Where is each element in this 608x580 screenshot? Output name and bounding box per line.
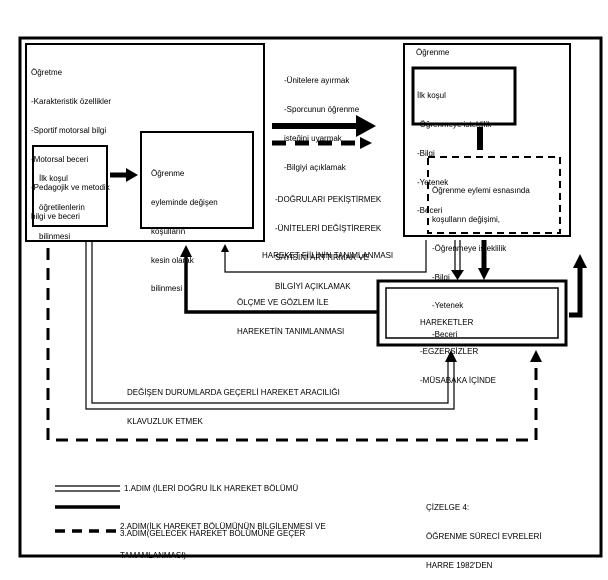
instruction-line: -Ünitelere ayırmak xyxy=(284,76,350,86)
ogrenme-prereq-line: İlk koşul xyxy=(417,91,446,101)
legend-step3: 3.ADIM(GELECEK HAREKET BÖLÜMÜNE GEÇER xyxy=(120,529,306,538)
changing-box xyxy=(140,131,254,229)
instruction-line: -ÜNİTELERİ DEĞİŞTİREREK xyxy=(275,223,382,233)
arrow-hareketler-up-head xyxy=(573,254,587,268)
arrow-olcme-head xyxy=(180,245,192,257)
label-degisen-line: DEĞİŞEN DURUMLARDA GEÇERLİ HAREKET ARACI… xyxy=(127,388,340,398)
caption-line: HARRE 1982'DEN xyxy=(426,560,493,570)
instructions-mid: -DOĞRULARI PEKİŞTİRMEK -ÜNİTELERİ DEĞİŞT… xyxy=(275,176,381,301)
changing-line: eyleminde değişen xyxy=(151,197,218,207)
ogrenme-during-line: -Öğrenmeye isteklilik xyxy=(432,243,507,253)
caption-line: ÇİZELGE 4: xyxy=(426,503,470,513)
ogretme-box xyxy=(25,43,265,242)
label-hareket-fiili: HAREKET FİİLİNİN TANIMLANMASI xyxy=(262,251,394,260)
changing-text: Öğrenme eyleminde değişen koşulların kes… xyxy=(151,150,218,304)
hareketler-line: -EGZERSİZLER xyxy=(420,346,479,356)
prereq-line: öğretilenlerin xyxy=(39,202,85,212)
instruction-line: BİLGİYİ AÇIKLAMAK xyxy=(275,281,351,291)
ogrenme-during-text: Öğrenme eylemi esnasında koşulların deği… xyxy=(432,167,530,349)
arrow-down-double-head xyxy=(451,270,464,280)
ogrenme-prereq-box xyxy=(411,66,517,126)
ogrenme-prereq-text: İlk koşul -Öğrenmeye isteklilik -Bilgi -… xyxy=(417,72,491,226)
arrow-degisen-head xyxy=(445,350,457,362)
ogrenme-during-line: -Beceri xyxy=(432,330,458,340)
ogrenme-prereq-line: -Yetenek xyxy=(417,177,449,187)
prereq-text: İlk koşul öğretilenlerin bilinmesi xyxy=(39,155,85,251)
outer-frame xyxy=(18,36,603,558)
instructions-top: -Ünitelere ayırmak -Sporcunun öğrenme is… xyxy=(284,57,359,182)
ogrenme-prereq-line: -Beceri xyxy=(417,206,443,216)
label-olcme: ÖLÇME VE GÖZLEM İLE HAREKETİN TANIMLANMA… xyxy=(237,279,344,346)
ogrenme-prereq-line: -Bilgi xyxy=(417,148,435,158)
label-olcme-line: HAREKETİN TANIMLANMASI xyxy=(237,326,345,336)
hareketler-line: HAREKETLER xyxy=(420,318,474,328)
instruction-line: SAYISINI ARTTIRMAK VE xyxy=(275,252,369,262)
ogrenme-during-line: koşulların değişimi, xyxy=(432,214,501,224)
ogretme-item: bilgi ve beceri xyxy=(31,212,80,222)
label-degisen-line: KLAVUZLUK ETMEK xyxy=(127,416,203,426)
ogretme-text: Öğretme -Karakteristik özellikler -Sport… xyxy=(31,49,111,231)
instruction-line: -Sporcunun öğrenme xyxy=(284,104,360,114)
changing-line: kesin olarak xyxy=(151,255,194,265)
hareketler-text: HAREKETLER -EGZERSİZLER -MÜSABAKA İÇİNDE xyxy=(420,299,496,395)
label-degisen: DEĞİŞEN DURUMLARDA GEÇERLİ HAREKET ARACI… xyxy=(127,369,340,436)
label-olcme-line: ÖLÇME VE GÖZLEM İLE xyxy=(237,298,329,308)
arrow-dashed-loop-head xyxy=(530,350,542,362)
prereq-line: İlk koşul xyxy=(39,174,68,184)
dashed-loop xyxy=(46,248,538,442)
prereq-line: bilinmesi xyxy=(39,231,71,241)
arrow-hareket-fiili-head xyxy=(221,244,229,252)
ogrenme-during-line: -Bilgi xyxy=(432,272,450,282)
ogretme-item: -Karakteristik özellikler xyxy=(31,96,112,106)
arrow-down-thick-head xyxy=(478,268,490,280)
diagram-canvas: Öğretme -Karakteristik özellikler -Sport… xyxy=(18,36,603,570)
instruction-line: -DOĞRULARI PEKİŞTİRMEK xyxy=(275,195,382,205)
changing-line: bilinmesi xyxy=(151,284,183,294)
changing-line: koşulların xyxy=(151,226,186,236)
ogrenme-box xyxy=(403,43,571,237)
ogrenme-during-line: Öğrenme eylemi esnasında xyxy=(432,186,530,196)
legend-step2-line: TAMAMLANMASI) xyxy=(120,550,187,560)
legend-step2: 2.ADIM(İLK HAREKET BÖLÜMÜNÜN BİLGİLENMES… xyxy=(120,503,326,570)
caption: ÇİZELGE 4: ÖĞRENME SÜRECİ EVRELERİ HARRE… xyxy=(426,484,542,580)
caption-line: ÖĞRENME SÜRECİ EVRELERİ xyxy=(426,531,542,541)
ogretme-item: -Pedagojik ve metodik xyxy=(31,183,110,193)
ogretme-title: Öğretme xyxy=(31,68,63,78)
ogrenme-during-line: -Yetenek xyxy=(432,301,464,311)
arrow-dashed-head xyxy=(360,137,372,149)
prereq-box xyxy=(32,145,108,227)
hareketler-inner xyxy=(385,287,559,339)
ogrenme-title: Öğrenme xyxy=(416,48,450,57)
line-hareket-fiili xyxy=(224,240,427,273)
arrow-prereq-changing-head xyxy=(126,168,138,182)
legend-step2-line: 2.ADIM(İLK HAREKET BÖLÜMÜNÜN BİLGİLENMES… xyxy=(120,522,326,532)
ogretme-item: -Sportif motorsal bilgi xyxy=(31,125,107,135)
diagram-lines xyxy=(18,36,603,558)
ogrenme-prereq-line: -Öğrenmeye isteklilik xyxy=(417,119,492,129)
arrow-hareketler-up xyxy=(569,266,583,318)
line-olcme xyxy=(184,255,378,314)
ogretme-item: -Motorsal beceri xyxy=(31,154,89,164)
hareketler-line: -MÜSABAKA İÇİNDE xyxy=(420,375,497,385)
ogrenme-during-box xyxy=(427,156,561,234)
legend-step1: 1.ADIM (İLERİ DOĞRU İLK HAREKET BÖLÜMÜ xyxy=(124,484,299,493)
arrow-thick-head xyxy=(356,115,376,137)
instruction-line: isteğini uyarmak xyxy=(284,133,342,143)
instruction-line: -Bilgiyi açıklamak xyxy=(284,162,346,172)
changing-line: Öğrenme xyxy=(151,169,185,179)
